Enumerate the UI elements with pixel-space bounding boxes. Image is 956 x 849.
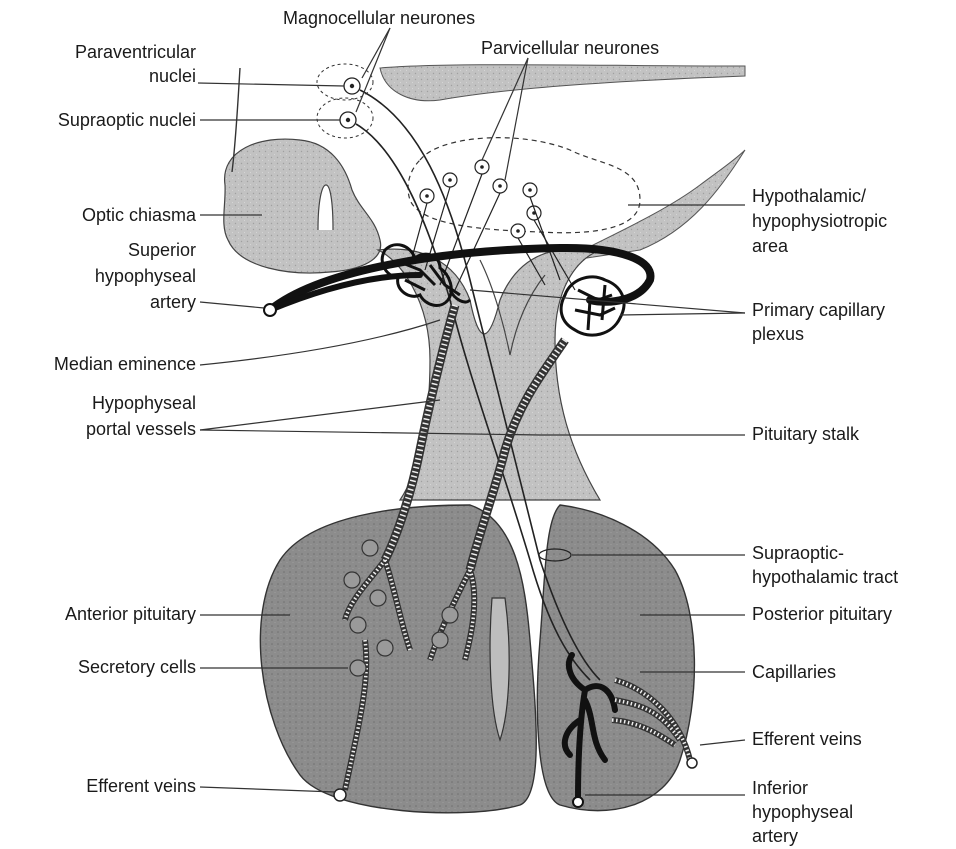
- label-paraventricular-line2: nuclei: [149, 66, 196, 87]
- label-capillaries: Capillaries: [752, 662, 836, 683]
- primary-capillary-plexus-right: [561, 277, 624, 335]
- label-paraventricular-line1: Paraventricular: [75, 42, 196, 63]
- label-parvicellular-neurones: Parvicellular neurones: [481, 38, 659, 59]
- label-superior-artery-line3: artery: [150, 292, 196, 313]
- label-inferior-artery-line1: Inferior: [752, 778, 808, 799]
- label-supraoptic-tract-line2: hypothalamic tract: [752, 567, 898, 588]
- label-primary-plexus-line1: Primary capillary: [752, 300, 885, 321]
- hypothalamus-upper-tissue: [380, 65, 745, 101]
- label-posterior-pituitary: Posterior pituitary: [752, 604, 892, 625]
- efferent-vein-left-cut-end: [334, 789, 346, 801]
- label-efferent-veins-right: Efferent veins: [752, 729, 862, 750]
- label-superior-artery-line1: Superior: [128, 240, 196, 261]
- label-efferent-veins-left: Efferent veins: [86, 776, 196, 797]
- label-inferior-artery-line3: artery: [752, 826, 798, 847]
- label-anterior-pituitary: Anterior pituitary: [65, 604, 196, 625]
- label-primary-plexus-line2: plexus: [752, 324, 804, 345]
- efferent-vein-right-cut-end: [687, 758, 697, 768]
- label-median-eminence: Median eminence: [54, 354, 196, 375]
- label-optic-chiasma: Optic chiasma: [82, 205, 196, 226]
- label-portal-vessels-line2: portal vessels: [86, 419, 196, 440]
- superior-artery-cut-end: [264, 304, 276, 316]
- label-secretory-cells: Secretory cells: [78, 657, 196, 678]
- label-hypothalamic-line2: hypophysiotropic: [752, 211, 887, 232]
- posterior-pituitary-shape: [537, 505, 694, 811]
- optic-chiasma-shape: [224, 139, 381, 273]
- pituitary-stalk-shape: [378, 248, 600, 500]
- label-magnocellular-neurones: Magnocellular neurones: [283, 8, 475, 29]
- label-supraoptic-nuclei: Supraoptic nuclei: [58, 110, 196, 131]
- hypothalamic-area-outline: [408, 138, 640, 233]
- label-portal-vessels-line1: Hypophyseal: [92, 393, 196, 414]
- inferior-artery-cut-end: [573, 797, 583, 807]
- label-hypothalamic-line1: Hypothalamic/: [752, 186, 866, 207]
- label-superior-artery-line2: hypophyseal: [95, 266, 196, 287]
- label-supraoptic-tract-line1: Supraoptic-: [752, 543, 844, 564]
- label-pituitary-stalk: Pituitary stalk: [752, 424, 859, 445]
- label-hypothalamic-line3: area: [752, 236, 788, 257]
- label-inferior-artery-line2: hypophyseal: [752, 802, 853, 823]
